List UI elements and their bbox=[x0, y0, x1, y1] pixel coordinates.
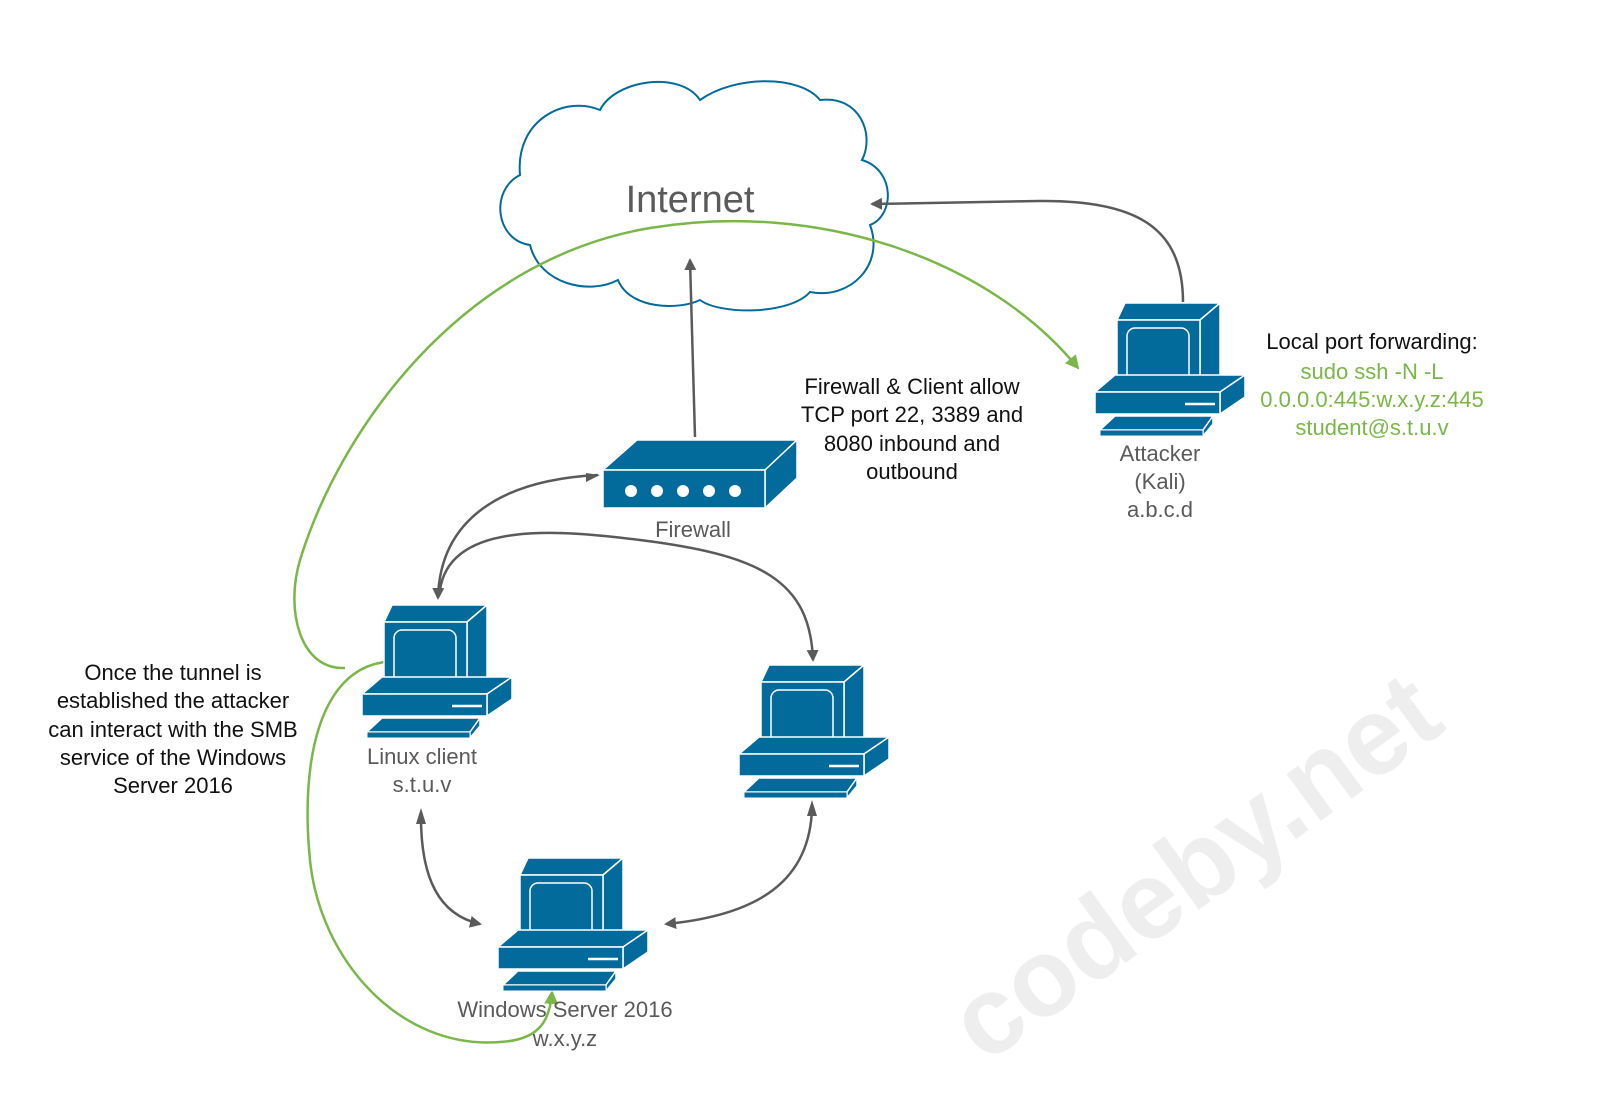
svg-text:(Kali): (Kali) bbox=[1134, 469, 1185, 494]
svg-text:Once the tunnel is: Once the tunnel is bbox=[84, 660, 261, 685]
arrowhead bbox=[807, 800, 817, 816]
arrowhead bbox=[416, 808, 426, 824]
firewall-note: Firewall & Client allow TCP port 22, 338… bbox=[801, 374, 1023, 484]
svg-text:w.x.y.z: w.x.y.z bbox=[532, 1026, 597, 1051]
svg-text:Firewall & Client allow: Firewall & Client allow bbox=[804, 374, 1019, 399]
windows-server-label: Windows Server 2016 w.x.y.z bbox=[457, 997, 672, 1051]
svg-text:can interact with the SMB: can interact with the SMB bbox=[48, 717, 297, 742]
linux-client-label: Linux client s.t.u.v bbox=[367, 744, 477, 797]
svg-text:service of the Windows: service of the Windows bbox=[60, 745, 286, 770]
svg-text:outbound: outbound bbox=[866, 459, 958, 484]
attacker-to-internet-arrow bbox=[870, 197, 1185, 303]
svg-text:student@s.t.u.v: student@s.t.u.v bbox=[1295, 415, 1448, 440]
svg-text:established the attacker: established the attacker bbox=[57, 688, 289, 713]
svg-text:8080 inbound and: 8080 inbound and bbox=[824, 431, 1000, 456]
port-forwarding-note: Local port forwarding: sudo ssh -N -L 0.… bbox=[1260, 329, 1483, 440]
firewall-icon bbox=[601, 438, 799, 510]
tunnel-note: Once the tunnel is established the attac… bbox=[48, 660, 297, 798]
tunnel-arrow-to-windows bbox=[306, 660, 559, 1044]
svg-text:TCP port 22, 3389 and: TCP port 22, 3389 and bbox=[801, 402, 1023, 427]
svg-text:a.b.c.d: a.b.c.d bbox=[1127, 497, 1193, 522]
server-windows-arrow bbox=[664, 807, 814, 930]
firewall-linux-arrow bbox=[432, 473, 599, 600]
arrowhead bbox=[586, 473, 600, 482]
svg-text:Linux client: Linux client bbox=[367, 744, 477, 769]
linux-client-computer-icon bbox=[360, 603, 514, 740]
svg-text:sudo ssh -N -L: sudo ssh -N -L bbox=[1300, 359, 1443, 384]
svg-text:Server 2016: Server 2016 bbox=[113, 773, 233, 798]
watermark: codeby.net bbox=[927, 648, 1462, 1084]
svg-text:Attacker: Attacker bbox=[1120, 441, 1201, 466]
firewall-to-internet-arrow bbox=[684, 258, 697, 438]
svg-text:Local port forwarding:: Local port forwarding: bbox=[1266, 329, 1478, 354]
svg-text:0.0.0.0:445:w.x.y.z:445: 0.0.0.0:445:w.x.y.z:445 bbox=[1260, 387, 1483, 412]
tunnel-arrow-to-attacker bbox=[293, 219, 1080, 670]
internet-label: Internet bbox=[626, 179, 755, 221]
svg-text:Windows Server 2016: Windows Server 2016 bbox=[457, 997, 672, 1022]
windows-server-computer-icon bbox=[496, 856, 650, 993]
linux-windows-arrow bbox=[419, 811, 482, 928]
unnamed-computer-icon bbox=[737, 663, 891, 800]
attacker-computer-icon bbox=[1093, 301, 1247, 438]
attacker-label: Attacker (Kali) a.b.c.d bbox=[1120, 441, 1201, 522]
internet-cloud bbox=[499, 80, 889, 312]
firewall-label: Firewall bbox=[655, 517, 731, 542]
svg-text:s.t.u.v: s.t.u.v bbox=[393, 772, 452, 797]
linux-server-arrow bbox=[438, 531, 819, 662]
